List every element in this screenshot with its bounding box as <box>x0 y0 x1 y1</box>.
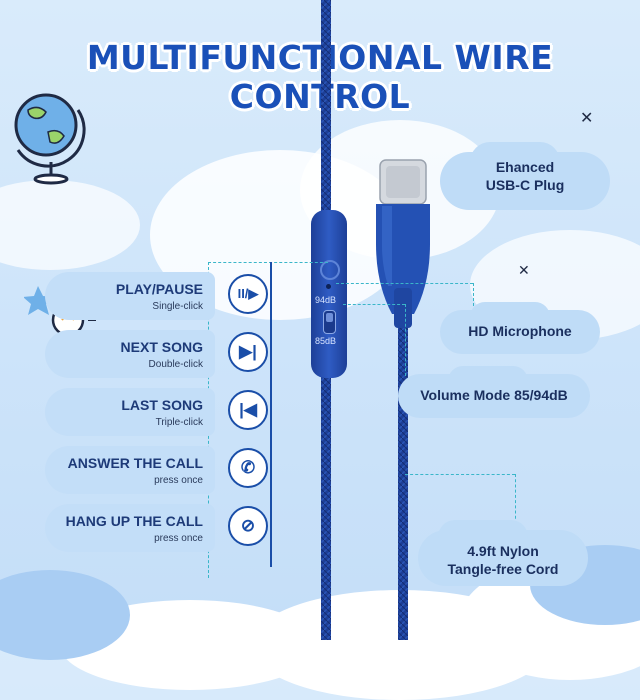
function-title: PLAY/PAUSE <box>115 281 203 297</box>
function-subtitle: press once <box>154 475 203 486</box>
previous-track-icon: |◀ <box>228 390 268 430</box>
usb-c-plug-callout: Ehanced USB-C Plug <box>440 142 610 214</box>
volume-94db-label: 94dB <box>315 295 337 305</box>
hd-microphone-label: HD Microphone <box>468 323 572 339</box>
volume-switch[interactable] <box>323 310 336 334</box>
hang-up-card: HANG UP THE CALL press once <box>45 504 215 552</box>
play-pause-icon: II/▶ <box>228 274 268 314</box>
globe-icon <box>14 93 86 185</box>
usb-c-plug-line2: USB-C Plug <box>485 177 565 193</box>
nylon-cord-line2: Tangle-free Cord <box>447 561 559 577</box>
next-song-card: NEXT SONG Double-click <box>45 330 215 378</box>
remote-control: 94dB 85dB <box>311 210 347 378</box>
microphone-hole <box>326 284 331 289</box>
usb-c-plug-line1: Ehanced <box>495 159 555 175</box>
answer-call-card: ANSWER THE CALL press once <box>45 446 215 494</box>
function-title: ANSWER THE CALL <box>67 455 203 471</box>
volume-mode-callout: Volume Mode 85/94dB <box>398 366 590 422</box>
function-subtitle: Triple-click <box>155 417 203 428</box>
page-title: MULTIFUNCTIONAL WIRE CONTROL <box>86 38 554 116</box>
nylon-cord-callout: 4.9ft Nylon Tangle-free Cord <box>418 520 588 588</box>
function-title: NEXT SONG <box>120 339 203 355</box>
sparkle-icon: ✕ <box>518 262 530 278</box>
sparkle-icon: ✕ <box>580 110 594 127</box>
next-track-icon: ▶| <box>228 332 268 372</box>
function-title: HANG UP THE CALL <box>65 513 203 529</box>
nylon-cord-line1: 4.9ft Nylon <box>467 543 539 559</box>
volume-85db-label: 85dB <box>315 336 337 346</box>
phone-hangup-icon: ⊘ <box>228 506 268 546</box>
phone-answer-icon: ✆ <box>228 448 268 488</box>
function-title: LAST SONG <box>121 397 203 413</box>
last-song-card: LAST SONG Triple-click <box>45 388 215 436</box>
play-pause-card: PLAY/PAUSE Single-click <box>45 272 215 320</box>
volume-mode-label: Volume Mode 85/94dB <box>420 387 568 403</box>
function-subtitle: Double-click <box>148 359 203 370</box>
function-subtitle: press once <box>154 533 203 544</box>
function-subtitle: Single-click <box>152 301 203 312</box>
multifunction-button[interactable] <box>320 260 340 280</box>
hd-microphone-callout: HD Microphone <box>440 302 600 356</box>
